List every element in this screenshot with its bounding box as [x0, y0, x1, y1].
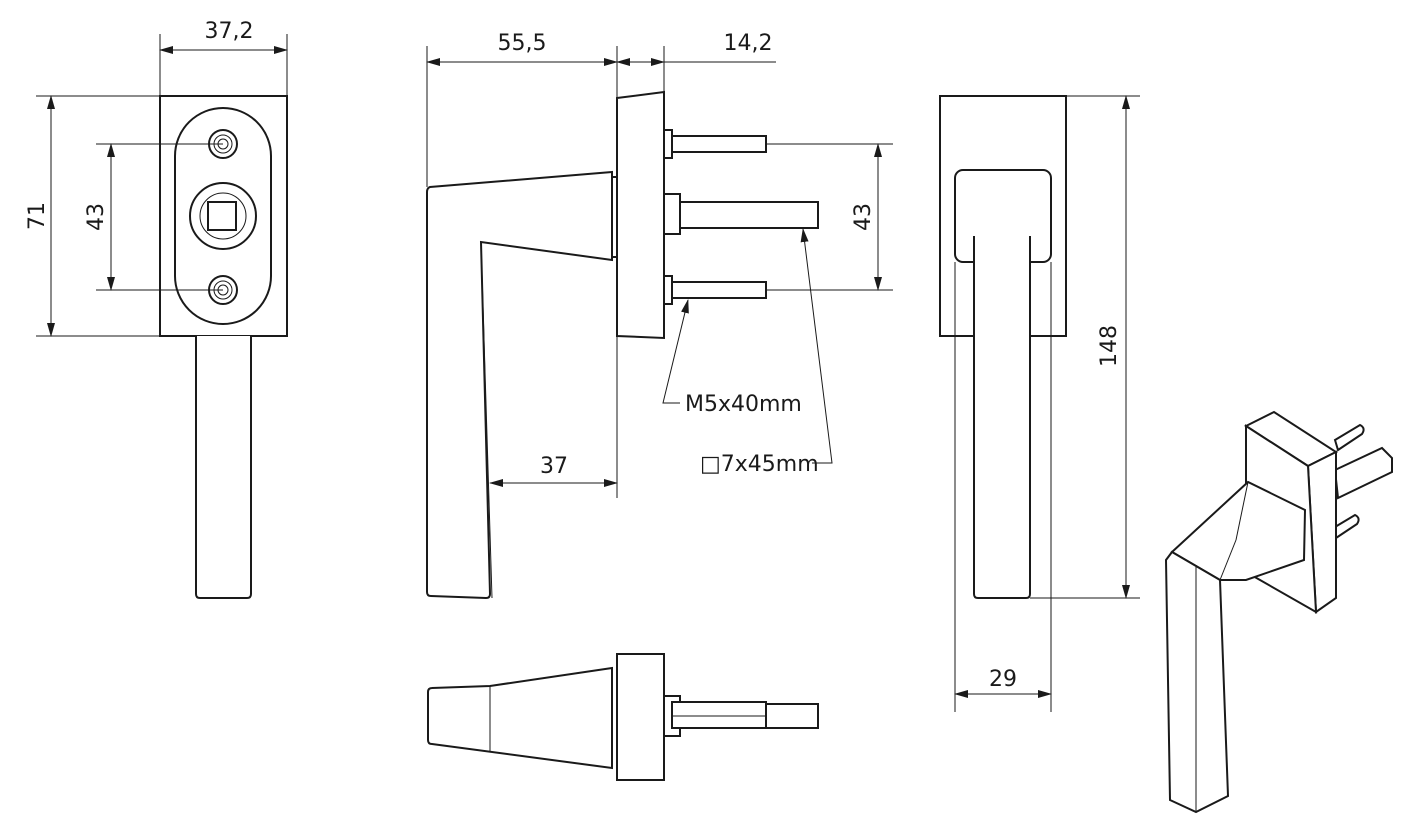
- top-rosette-base: [616, 653, 665, 781]
- dimension-side-grip-label: 37: [540, 454, 568, 479]
- dimension-front-height-label: 71: [25, 202, 50, 230]
- front-view: 37,2 71 43: [25, 19, 288, 599]
- front-handle-lever: [195, 336, 252, 599]
- callout-screw-label: M5x40mm: [685, 392, 802, 417]
- top-view: [427, 653, 819, 781]
- callout-spindle-label: □7x45mm: [700, 452, 819, 477]
- spindle-square-hole: [207, 201, 237, 231]
- dimension-back-width-label: 29: [989, 667, 1017, 692]
- dimension-back-height-label: 148: [1097, 325, 1122, 367]
- callout-screw-leader: [662, 299, 689, 404]
- callout-spindle-leader: [800, 228, 833, 464]
- back-view: 148 29: [939, 95, 1140, 712]
- iso-screw-top: [1333, 423, 1365, 452]
- iso-screw-bottom: [1328, 513, 1360, 542]
- dimension-front-screw-label: 43: [84, 203, 109, 231]
- side-handle-lever: [426, 170, 613, 600]
- dimension-side-depth-label: 55,5: [498, 31, 547, 56]
- dimension-side-base-label: 14,2: [724, 31, 773, 56]
- side-screw-bottom: [671, 281, 767, 299]
- isometric-view: [1164, 410, 1393, 814]
- side-view: 55,5 14,2 43 37 M5x40mm □7x45mm: [426, 31, 893, 600]
- dimension-side-screw-label: 43: [851, 203, 876, 231]
- top-spindle: [671, 701, 767, 729]
- top-handle-lever: [427, 666, 613, 770]
- iso-lever: [1164, 550, 1230, 814]
- dimension-front-width-label: 37,2: [205, 19, 254, 44]
- side-spindle: [679, 201, 819, 229]
- side-screw-top: [671, 135, 767, 153]
- back-handle-lever: [973, 236, 1031, 599]
- side-rosette-base: [616, 90, 665, 340]
- iso-spindle: [1333, 446, 1393, 500]
